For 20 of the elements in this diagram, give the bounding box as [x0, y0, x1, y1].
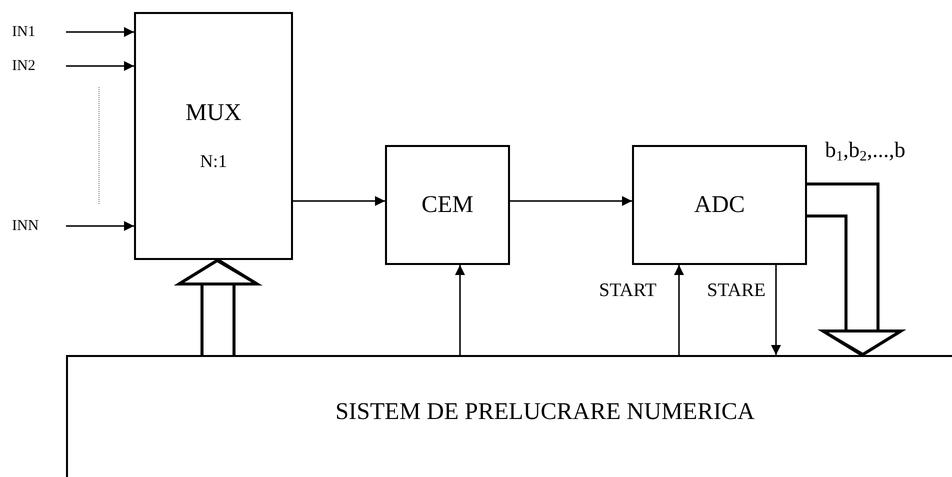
block-label: CEM: [421, 192, 474, 218]
block-label: N:1: [200, 152, 227, 172]
input-label: IN1: [12, 24, 36, 40]
input-label: INN: [12, 218, 39, 234]
block-label: ADC: [694, 192, 745, 218]
input-label: IN2: [12, 58, 36, 74]
block-label: SISTEM DE PRELUCRARE NUMERICA: [335, 399, 755, 426]
process-box: [385, 145, 510, 265]
arrow: [66, 27, 134, 37]
process-box: [632, 145, 807, 265]
arrow: [293, 196, 385, 206]
arrow: [510, 196, 632, 206]
arrow: [674, 265, 684, 355]
arrow: [66, 221, 134, 231]
system-block: [66, 355, 952, 477]
multiplexer-box: [134, 12, 293, 260]
arrow: [771, 265, 781, 355]
arrow: [66, 61, 134, 71]
block-label: MUX: [185, 100, 242, 126]
arrow: [455, 265, 465, 355]
